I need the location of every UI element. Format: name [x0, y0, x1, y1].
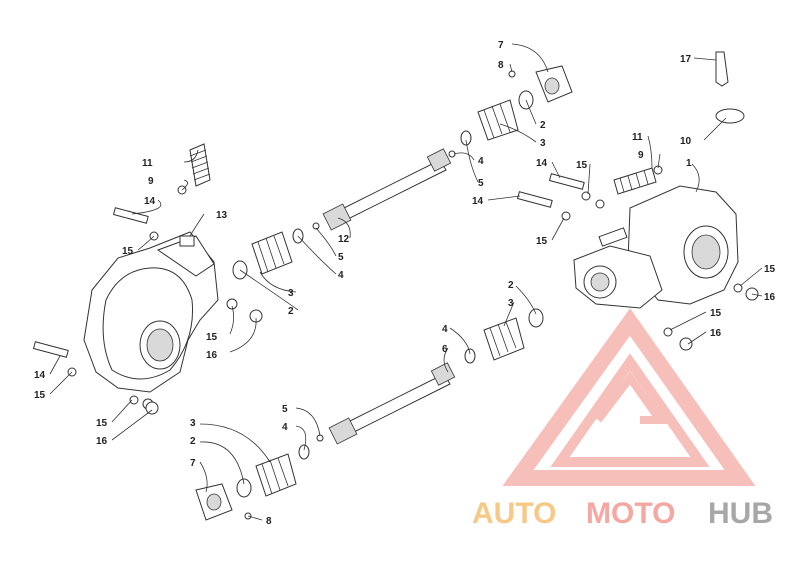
callout-9-right: 9: [638, 150, 644, 161]
callout-3-upper-left: 3: [288, 288, 294, 299]
watermark-text: AUTO MOTO HUB: [472, 497, 773, 530]
callout-15-left-top: 15: [122, 246, 134, 257]
callout-15-right-mid: 15: [536, 236, 548, 247]
left-gear-housing: [83, 231, 219, 393]
callout-3-upper-right: 3: [540, 138, 546, 149]
callout-2-upper-right: 2: [540, 120, 546, 131]
callout-2-upper-left: 2: [288, 306, 294, 317]
leader-lines: [49, 43, 763, 521]
callout-5-upper-right: 5: [478, 178, 484, 189]
callout-16-left-lower: 16: [96, 436, 108, 447]
callout-3-lower-left: 3: [190, 418, 196, 429]
callout-4-lower: 4: [282, 422, 288, 433]
callout-14-left-bottom: 14: [34, 370, 46, 381]
callout-14-right-mid: 14: [472, 196, 484, 207]
callout-15-right-low: 15: [710, 308, 722, 319]
fasteners: [32, 70, 759, 520]
watermark-hub: HUB: [708, 497, 773, 530]
callout-5-upper: 5: [338, 252, 344, 263]
callout-labels: 11 9 14 13 15 3 2 15 16 12 5 4 14 15 15 …: [34, 40, 776, 527]
callout-16-right-low: 16: [710, 328, 722, 339]
callout-14-right-top: 14: [536, 158, 548, 169]
callout-11-right: 11: [632, 132, 643, 143]
callout-16-left-mid: 16: [206, 350, 218, 361]
callout-16-right-far: 16: [764, 292, 776, 303]
flanges: [195, 65, 573, 521]
watermark-auto: AUTO: [472, 497, 556, 530]
watermark-logo: [502, 308, 756, 486]
callout-4-upper-right: 4: [478, 156, 484, 167]
lower-driveshaft: [328, 362, 456, 445]
callout-12: 12: [338, 234, 350, 245]
callout-8-bottom: 8: [266, 516, 272, 527]
callout-8-top: 8: [498, 60, 504, 71]
callout-5-lower: 5: [282, 404, 288, 415]
callout-1: 1: [686, 158, 692, 169]
callout-15-left-bottom: 15: [34, 390, 46, 401]
callout-15-left-lower: 15: [96, 418, 108, 429]
callout-7-bottom: 7: [190, 458, 196, 469]
callout-13: 13: [216, 210, 228, 221]
callout-15-right-far: 15: [764, 264, 776, 275]
callout-15-right-top: 15: [576, 160, 588, 171]
callout-7-top: 7: [498, 40, 504, 51]
callout-4-upper: 4: [338, 270, 344, 281]
callout-17: 17: [680, 54, 692, 65]
callout-2-lower-right: 2: [508, 280, 514, 291]
callout-15-left-mid: 15: [206, 332, 218, 343]
callout-10: 10: [680, 136, 692, 147]
springs: [189, 143, 657, 195]
upper-driveshaft: [322, 148, 452, 231]
callout-9-left: 9: [148, 176, 154, 187]
callout-3-lower-right: 3: [508, 298, 514, 309]
callout-4-lower-right: 4: [442, 324, 448, 335]
callout-6: 6: [442, 344, 448, 355]
callout-14-left-top: 14: [144, 196, 156, 207]
callout-11-left: 11: [142, 158, 153, 169]
callout-2-lower-left: 2: [190, 436, 196, 447]
retaining-clip: [715, 51, 745, 124]
right-gear-housing: [573, 185, 739, 309]
watermark-moto: MOTO: [586, 497, 675, 530]
boots-and-clamps: [232, 90, 544, 498]
